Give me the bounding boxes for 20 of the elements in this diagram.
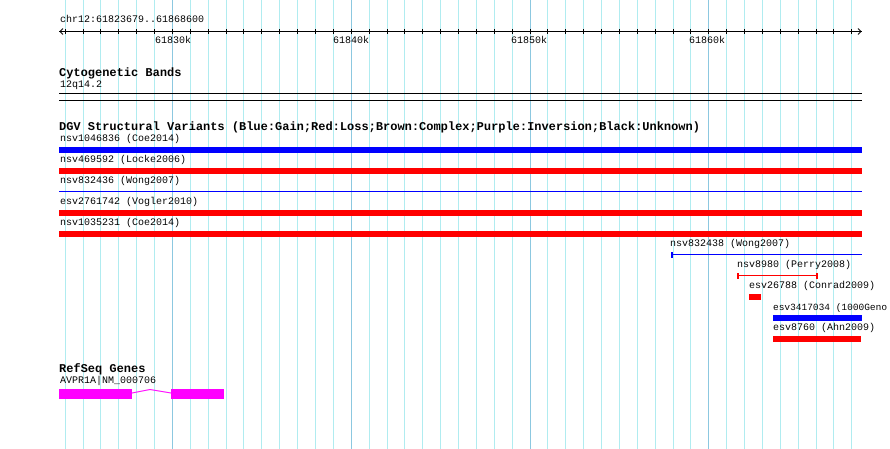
track-title: RefSeq Genes [59,363,146,376]
feature-label: nsv469592 (Locke2006) [60,155,186,166]
feature-label: 12q14.2 [60,80,102,91]
feature-label: nsv1035231 (Coe2014) [60,218,180,229]
feature-label: nsv1046836 (Coe2014) [60,134,180,145]
feature-label: nsv832436 (Wong2007) [60,176,180,187]
track-title: DGV Structural Variants (Blue:Gain;Red:Loss;Brown:Complex;Purple:Inversion;Black:Unknown) [59,121,700,134]
feature-label: nsv832438 (Wong2007) [670,239,790,250]
axis-tick-label: 61850k [511,36,547,47]
feature-label: esv8760 (Ahn2009) [773,323,876,334]
feature-label: nsv8980 (Perry2008) [737,260,852,271]
axis-tick-label: 61840k [333,36,369,47]
feature-label: AVPR1A|NM_000706 [60,376,156,387]
axis-tick-label: 61830k [155,36,191,47]
coordinate-range: chr12:61823679..61868600 [60,15,204,26]
feature-label: esv26788 (Conrad2009) [749,281,876,292]
track-title: Cytogenetic Bands [59,67,182,80]
axis-tick-label: 61860k [689,36,725,47]
feature-label: esv2761742 (Vogler2010) [60,197,198,208]
feature-label: esv3417034 (1000Geno [773,302,888,313]
